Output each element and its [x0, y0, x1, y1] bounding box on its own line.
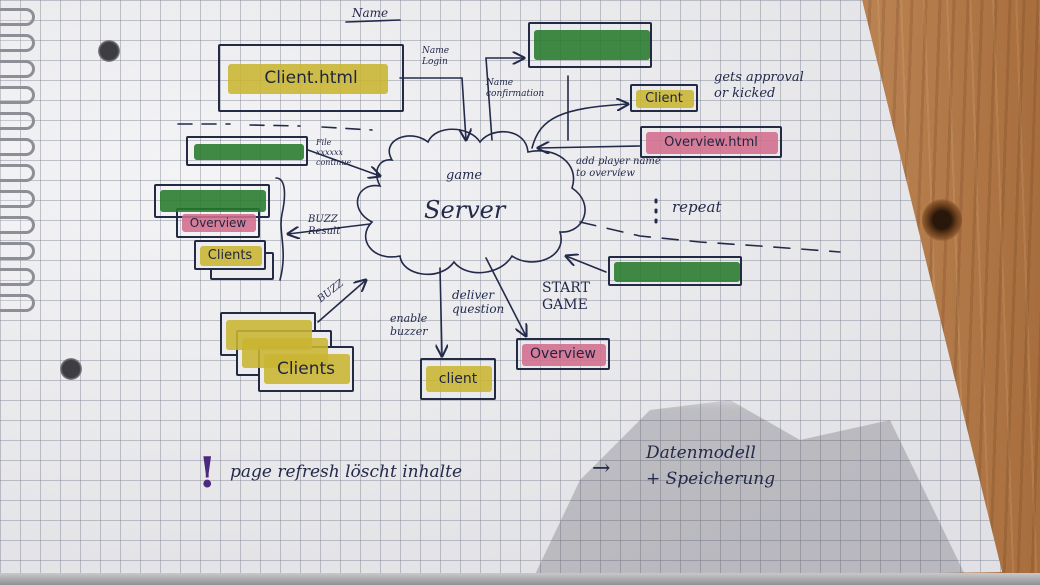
- yellow-highlight: [636, 90, 694, 108]
- spiral-ring: [0, 164, 35, 182]
- yellow-highlight: [426, 366, 492, 392]
- green-highlight: [614, 262, 740, 282]
- clients-label: Clients: [276, 359, 336, 379]
- spiral-ring: [0, 190, 35, 208]
- client-approval-box: Client: [630, 84, 698, 112]
- spiral-ring: [0, 268, 35, 286]
- yellow-highlight: [264, 354, 350, 384]
- dashed-separator: [177, 123, 373, 131]
- overview-bottom-label: Overview: [530, 346, 596, 362]
- data-model-note: Datenmodell + Speicherung: [646, 443, 776, 489]
- exclamation-mark: !: [198, 448, 217, 497]
- right-green-box: [608, 256, 742, 286]
- wood-knot: [922, 198, 962, 242]
- pink-highlight: [182, 214, 256, 232]
- client-html-label: Client.html: [264, 68, 358, 88]
- dashed-separator: [579, 221, 841, 253]
- stack-overview-label: Overview: [189, 216, 247, 230]
- top-right-green-box: [528, 22, 652, 68]
- clients-box: Clients: [258, 346, 354, 392]
- stack-clients-box: Clients: [194, 240, 266, 270]
- spiral-ring: [0, 242, 35, 260]
- deliver-question-note: deliver question: [452, 288, 505, 316]
- punch-hole: [60, 358, 82, 380]
- cloud-label-server: Server: [424, 196, 506, 224]
- spiral-ring: [0, 138, 35, 156]
- name-confirmation-note: Name confirmation: [486, 78, 545, 99]
- repeat-note: repeat: [672, 198, 722, 216]
- overview-bottom-box: Overview: [516, 338, 610, 370]
- server-cloud-outline: [356, 128, 586, 276]
- spiral-ring: [0, 34, 35, 52]
- gets-approval-note: gets approval or kicked: [714, 70, 804, 101]
- spiral-ring: [0, 8, 35, 26]
- page-refresh-note: page refresh löscht inhalte: [230, 462, 463, 482]
- spiral-ring: [0, 60, 35, 78]
- spiral-ring: [0, 294, 35, 312]
- add-player-note: add player name to overview: [576, 156, 661, 179]
- punch-hole: [98, 40, 120, 62]
- green-highlight: [534, 30, 650, 60]
- cloud-label-small: game: [446, 168, 483, 183]
- client-bottom-label: client: [438, 371, 478, 387]
- green-highlight: [160, 190, 266, 212]
- file-continue-note: File xxxxxx continue: [316, 138, 352, 167]
- overview-html-label: Overview.html: [664, 134, 758, 150]
- top-label: Name: [352, 6, 389, 20]
- client-html-box: Client.html: [218, 44, 404, 112]
- stack-overview-box: Overview: [176, 208, 260, 238]
- spiral-ring: [0, 86, 35, 104]
- note-arrow: →: [592, 456, 611, 481]
- pink-highlight: [646, 132, 778, 154]
- client-approval-label: Client: [645, 90, 683, 106]
- top-left-green-box: [186, 136, 308, 166]
- client-bottom-box: client: [420, 358, 496, 400]
- page-edge: [0, 573, 1040, 585]
- stack-clients-label: Clients: [207, 247, 253, 263]
- spiral-ring: [0, 112, 35, 130]
- buzz-result-note: BUZZ Result: [308, 214, 341, 237]
- enable-buzzer-note: enable buzzer: [390, 312, 428, 338]
- name-login-note: Name Login: [422, 46, 450, 67]
- spiral-binding: [0, 0, 50, 585]
- green-highlight: [194, 144, 304, 160]
- start-game-note: START GAME: [542, 280, 590, 313]
- yellow-highlight: [200, 246, 262, 266]
- overview-html-box: Overview.html: [640, 126, 782, 158]
- spiral-ring: [0, 216, 35, 234]
- yellow-highlight: [228, 64, 388, 94]
- pink-highlight: [522, 344, 606, 366]
